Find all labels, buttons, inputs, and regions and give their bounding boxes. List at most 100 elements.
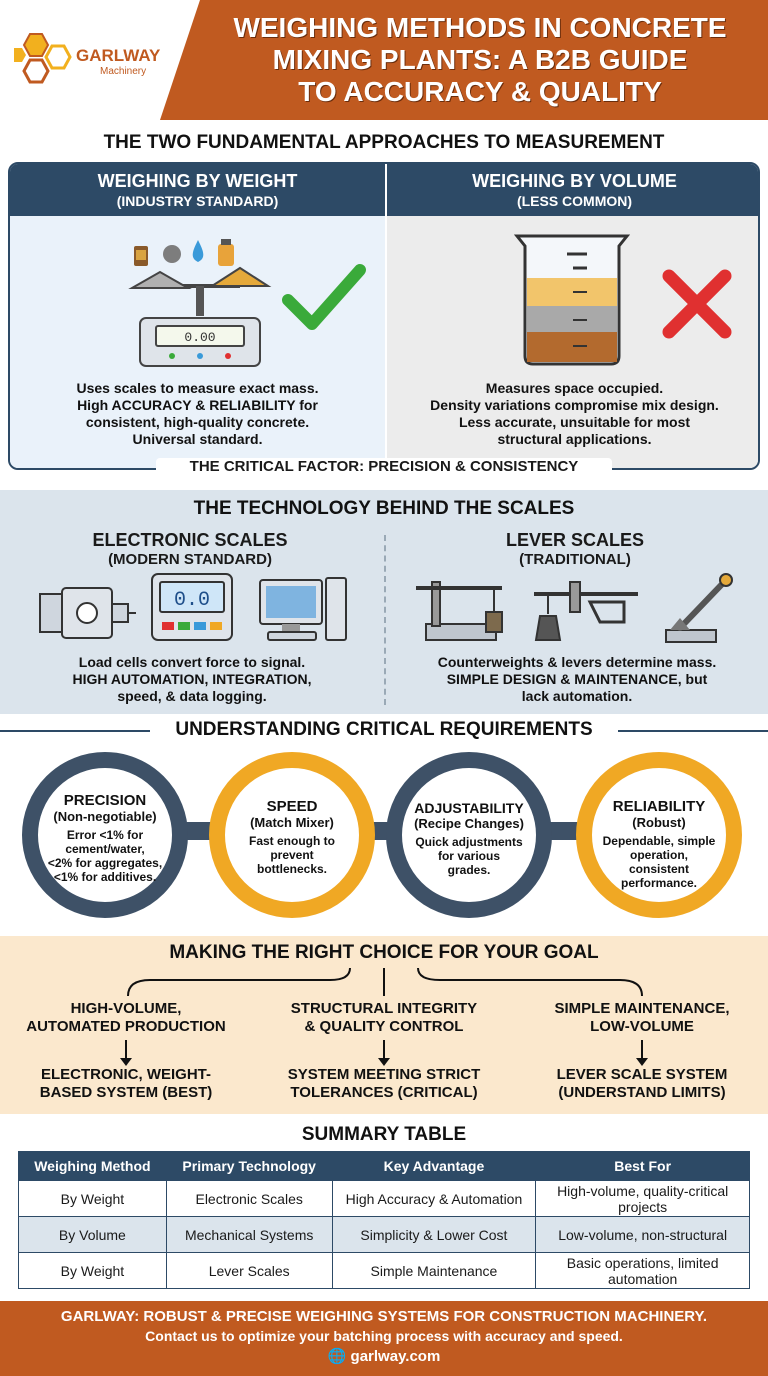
header-banner	[160, 0, 768, 120]
lever-line: SIMPLE DESIGN & MAINTENANCE, but	[446, 671, 708, 687]
load-cell-icon	[39, 587, 136, 639]
title-line: TO ACCURACY & QUALITY	[298, 76, 662, 107]
requirement-line: Fast enough to	[249, 834, 335, 848]
digital-display-icon: 0.0	[151, 573, 233, 641]
weight-line: consistent, high-quality concrete.	[85, 414, 310, 430]
choice-section: MAKING THE RIGHT CHOICE FOR YOUR GOAL HI…	[0, 936, 768, 1114]
electronic-subheading: (MODERN STANDARD)	[108, 551, 272, 568]
electronic-line: speed, & data logging.	[117, 688, 267, 704]
requirement-name: RELIABILITY	[612, 798, 706, 815]
website-link[interactable]: garlway.com	[350, 1348, 441, 1365]
table-row: By Weight Lever Scales Simple Maintenanc…	[18, 1252, 750, 1289]
requirement-line: consistent	[628, 862, 689, 876]
goal-line: & QUALITY CONTROL	[304, 1018, 464, 1035]
column-header: Key Advantage	[331, 1151, 537, 1181]
summary-table: Weighing Method Primary Technology Key A…	[18, 1151, 750, 1289]
footer-tagline: GARLWAY: ROBUST & PRECISE WEIGHING SYSTE…	[60, 1308, 708, 1325]
balance-scale-icon: 0.00	[128, 239, 272, 367]
requirement-line: Dependable, simple	[602, 834, 716, 848]
requirement-line: prevent	[270, 848, 314, 862]
volume-line: Measures space occupied.	[485, 380, 664, 396]
decision-tree-lines	[120, 967, 648, 1066]
requirement-line: for various	[437, 849, 500, 863]
lever-subheading: (TRADITIONAL)	[519, 551, 631, 568]
page-title: WEIGHING METHODS IN CONCRETE MIXING PLAN…	[195, 12, 765, 108]
requirement-reliability: RELIABILITY (Robust) Dependable, simple …	[576, 752, 742, 918]
lever-handle-icon	[665, 573, 733, 643]
requirement-sub: (Match Mixer)	[250, 815, 334, 830]
header: WEIGHING METHODS IN CONCRETE MIXING PLAN…	[0, 0, 768, 120]
approaches-panel: WEIGHING BY WEIGHT (INDUSTRY STANDARD) W…	[8, 162, 760, 470]
requirement-sub: (Robust)	[632, 815, 686, 830]
requirement-precision: PRECISION (Non-negotiable) Error <1% for…	[22, 752, 188, 918]
requirement-adjustability: ADJUSTABILITY (Recipe Changes) Quick adj…	[386, 752, 552, 918]
lever-line: lack automation.	[521, 688, 633, 704]
lever-heading: LEVER SCALES	[505, 530, 645, 550]
table-row: By Weight Electronic Scales High Accurac…	[18, 1180, 750, 1217]
requirement-speed: SPEED (Match Mixer) Fast enough to preve…	[209, 752, 375, 918]
title-line: MIXING PLANTS: A B2B GUIDE	[272, 44, 688, 75]
lever-header: LEVER SCALES (TRADITIONAL)	[400, 530, 750, 568]
table-cell: Lever Scales	[165, 1252, 333, 1289]
computer-icon	[259, 577, 347, 641]
table-cell: Simplicity & Lower Cost	[331, 1216, 537, 1253]
title-line: WEIGHING METHODS IN CONCRETE	[233, 12, 727, 43]
result-lever: LEVER SCALE SYSTEM (UNDERSTAND LIMITS)	[522, 1066, 762, 1102]
lever-scale-icon	[416, 581, 503, 641]
result-line: TOLERANCES (CRITICAL)	[290, 1084, 478, 1101]
requirement-line: cement/water,	[65, 842, 145, 856]
technology-title: THE TECHNOLOGY BEHIND THE SCALES	[193, 498, 575, 519]
result-line: BASED SYSTEM (BEST)	[39, 1084, 213, 1101]
table-cell: Basic operations, limited automation	[535, 1252, 750, 1289]
volume-panel: Measures space occupied. Density variati…	[387, 216, 758, 468]
display-readout: 0.0	[174, 589, 210, 612]
requirement-line: <1% for additives.	[53, 870, 157, 884]
weight-line: High ACCURACY & RELIABILITY for	[77, 397, 318, 413]
goal-line: LOW-VOLUME	[590, 1018, 694, 1035]
checkmark-icon	[282, 264, 366, 330]
requirement-line: <2% for aggregates,	[47, 856, 163, 870]
panel-divider	[385, 164, 387, 468]
critical-factor-label: THE CRITICAL FACTOR: PRECISION & CONSIST…	[156, 458, 612, 480]
result-line: (UNDERSTAND LIMITS)	[558, 1084, 726, 1101]
footer-contact: Contact us to optimize your batching pro…	[145, 1328, 623, 1344]
weight-panel: 0.00 Uses scales to measure exact mass. …	[10, 216, 385, 468]
table-cell: Low-volume, non-structural	[535, 1216, 750, 1253]
electronic-line: HIGH AUTOMATION, INTEGRATION,	[72, 671, 312, 687]
electronic-header: ELECTRONIC SCALES (MODERN STANDARD)	[20, 530, 360, 568]
requirement-line: performance.	[620, 876, 698, 890]
table-cell: High Accuracy & Automation	[331, 1180, 537, 1217]
goal-line: SIMPLE MAINTENANCE,	[554, 1000, 730, 1017]
table-cell: By Weight	[18, 1252, 167, 1289]
table-cell: Simple Maintenance	[331, 1252, 537, 1289]
weight-line: Uses scales to measure exact mass.	[76, 380, 319, 396]
result-electronic: ELECTRONIC, WEIGHT- BASED SYSTEM (BEST)	[6, 1066, 246, 1102]
requirement-name: ADJUSTABILITY	[414, 800, 524, 816]
goal-simple-maintenance: SIMPLE MAINTENANCE, LOW-VOLUME	[522, 1000, 762, 1036]
column-header: Primary Technology	[165, 1151, 333, 1181]
requirements-title: UNDERSTANDING CRITICAL REQUIREMENTS	[150, 719, 618, 741]
table-cell: Mechanical Systems	[165, 1216, 333, 1253]
counterweight-icon	[534, 581, 638, 641]
column-header: Weighing Method	[18, 1151, 167, 1181]
requirement-name: PRECISION	[63, 792, 147, 809]
brand-name: GARLWAY	[76, 46, 161, 65]
weight-heading: WEIGHING BY WEIGHT	[97, 171, 298, 191]
volume-line: structural applications.	[497, 431, 652, 447]
electronic-description: Load cells convert force to signal. HIGH…	[20, 654, 364, 705]
requirement-line: operation,	[629, 848, 688, 862]
column-header: Best For	[535, 1151, 750, 1181]
approaches-title: THE TWO FUNDAMENTAL APPROACHES TO MEASUR…	[103, 132, 665, 153]
footer-website[interactable]: 🌐 garlway.com	[0, 1347, 768, 1365]
weight-line: Universal standard.	[132, 431, 263, 447]
volume-heading: WEIGHING BY VOLUME	[472, 171, 677, 191]
goal-line: STRUCTURAL INTEGRITY	[290, 1000, 478, 1017]
volume-subheading: (LESS COMMON)	[516, 193, 633, 209]
scale-readout: 0.00	[184, 330, 215, 345]
weight-subheading: (INDUSTRY STANDARD)	[116, 193, 279, 209]
result-line: SYSTEM MEETING STRICT	[287, 1066, 481, 1083]
requirement-line: grades.	[447, 863, 491, 877]
goal-line: HIGH-VOLUME,	[70, 1000, 182, 1017]
result-strict-tolerances: SYSTEM MEETING STRICT TOLERANCES (CRITIC…	[264, 1066, 504, 1102]
electronic-heading: ELECTRONIC SCALES	[92, 530, 288, 550]
